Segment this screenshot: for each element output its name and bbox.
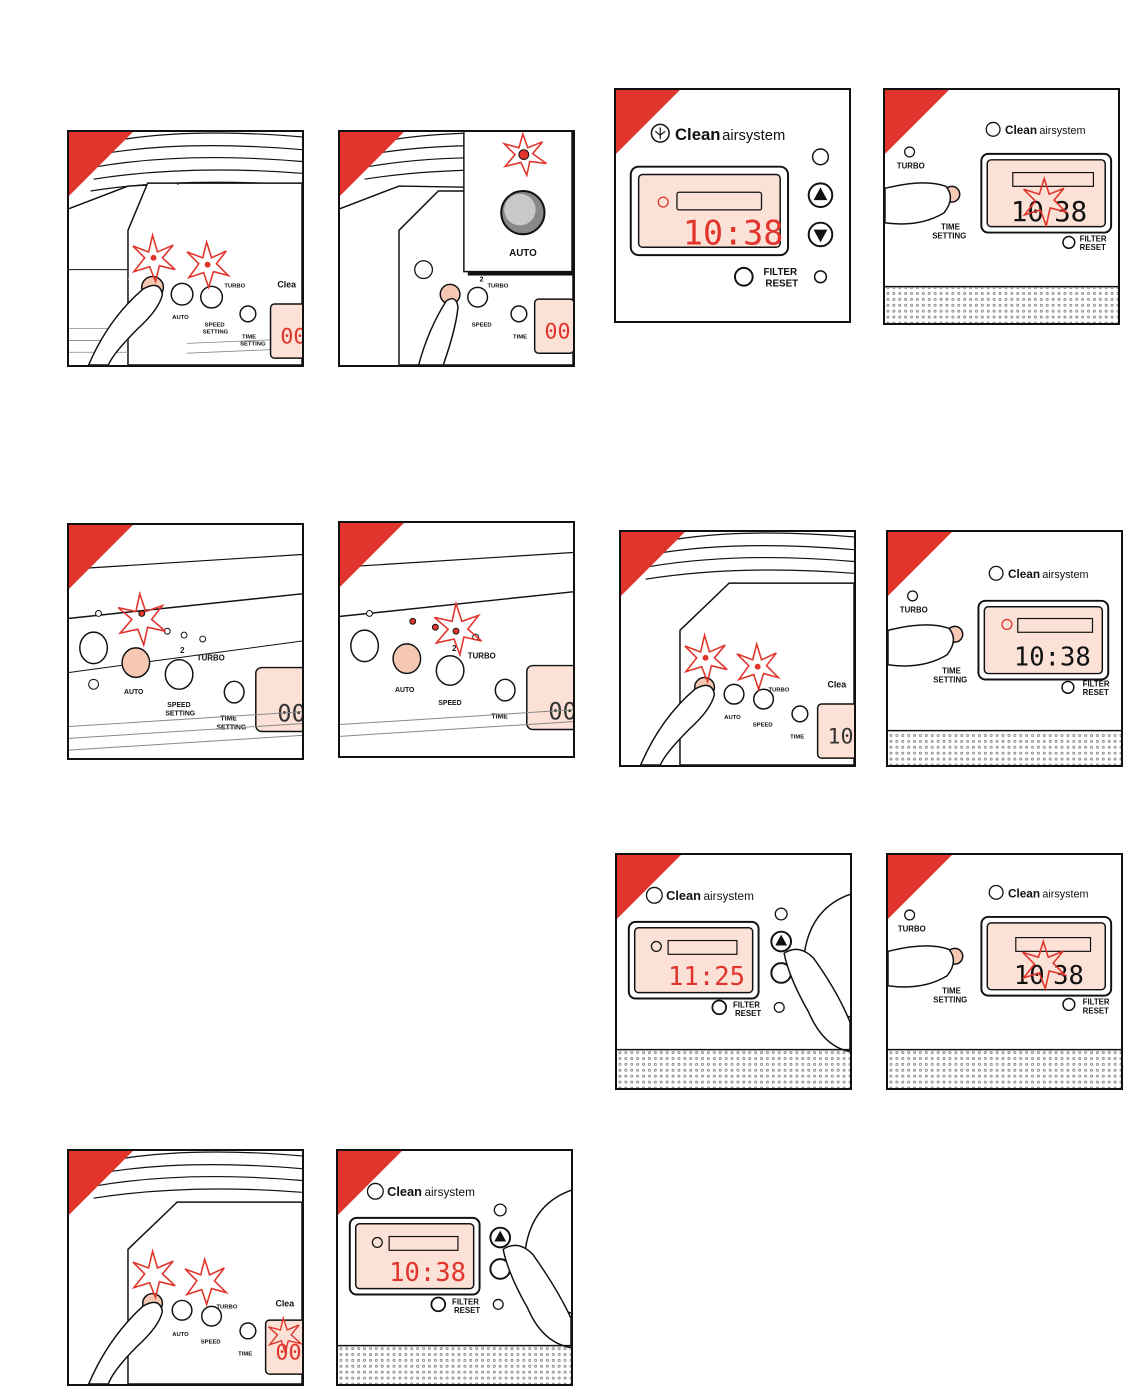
lcd-partial-10: 10 <box>827 724 853 749</box>
reset-label: RESET <box>735 1009 761 1018</box>
label-turbo-2: TURBO <box>487 283 508 289</box>
brand-cut: Clea <box>827 679 846 689</box>
timer-icon <box>775 908 787 920</box>
label-time: TIME <box>941 223 960 232</box>
label-speed: SPEED <box>753 723 773 729</box>
brand-clean: Clean <box>1008 887 1040 900</box>
lcd-time: 10:38 <box>1014 643 1091 673</box>
reset-label: RESET <box>765 279 798 290</box>
label-turbo: TURBO <box>197 654 225 663</box>
step-panel-12: Clean airsystem 10:38 FILTER RESET <box>336 1149 573 1386</box>
reset-label: RESET <box>1083 1006 1109 1015</box>
label-setting: SETTING <box>933 675 967 684</box>
label-turbo: TURBO <box>897 162 925 171</box>
lcd-time: 10:38 <box>683 213 784 252</box>
label-speed: SPEED <box>167 702 190 709</box>
lcd-right: 38 <box>1053 961 1084 991</box>
step-panel-4: Clean airsystem TURBO 10 38 FILTER RESET… <box>883 88 1120 325</box>
label-time: TIME <box>242 334 256 340</box>
label-time: TIME <box>238 1351 252 1357</box>
label-setting: SETTING <box>932 231 966 240</box>
auto-callout-label: AUTO <box>509 248 537 259</box>
brand-airsystem: airsystem <box>1042 888 1088 900</box>
label-speed: SPEED <box>201 1340 221 1346</box>
filter-label: FILTER <box>1083 679 1110 688</box>
finger <box>888 946 953 987</box>
step-panel-1: 00 AUTO SPEED SETTING TURBO TIME SETTING… <box>67 130 304 367</box>
brand-clean: Clean <box>1008 568 1040 581</box>
step-panel-11: 00 Clea TURBO AUTO SPEED TIME <box>67 1149 304 1386</box>
reset-label: RESET <box>1080 243 1106 252</box>
brand-clean: Clean <box>675 125 721 144</box>
label-auto: AUTO <box>124 689 144 696</box>
filter-label: FILTER <box>733 1000 760 1009</box>
finger <box>888 625 953 666</box>
step-panel-9: Clean airsystem 11:25 FILTER RESET <box>615 853 852 1090</box>
filter-label: FILTER <box>1080 234 1107 243</box>
reset-label: RESET <box>1083 688 1109 697</box>
label-speed: SPEED <box>205 323 225 329</box>
step-panel-3: Clean airsystem 10:38 FILTER RESET <box>614 88 851 323</box>
label-time-p2: TIME <box>513 334 527 340</box>
auto-callout: AUTO <box>464 132 573 276</box>
filter-reset-button[interactable] <box>735 268 753 286</box>
filter-label: FILTER <box>763 267 797 278</box>
brand-clean: Clean <box>1005 124 1037 137</box>
label-time: TIME <box>942 987 961 996</box>
label-turbo: TURBO <box>900 606 928 615</box>
lcd-partial: 00 <box>275 1340 301 1365</box>
filter-label: FILTER <box>1083 997 1110 1006</box>
label-speed-2: SETTING <box>203 330 229 336</box>
brand-airsystem: airsystem <box>425 1186 476 1199</box>
label-turbo: TURBO <box>216 1304 237 1310</box>
brand-cut: Clea <box>275 1298 294 1308</box>
brand-cut: Clea <box>277 279 296 289</box>
lcd-partial-2: 00 <box>544 319 570 344</box>
label-speed-2: SETTING <box>165 711 195 718</box>
label-setting: SETTING <box>933 995 967 1004</box>
label-turbo: TURBO <box>224 283 245 289</box>
brand-clean: Clean <box>387 1184 422 1199</box>
label-auto: AUTO <box>724 715 741 721</box>
label-speed-p2: SPEED <box>472 323 492 329</box>
label-time: TIME <box>942 667 961 676</box>
lcd-time-set: 11:25 <box>668 962 745 992</box>
finger <box>885 183 950 224</box>
step-panel-8: Clean airsystem TURBO 10:38 FILTER RESET… <box>886 530 1123 767</box>
lcd-right: 38 <box>1054 196 1087 228</box>
label-turbo: TURBO <box>768 687 789 693</box>
step-panel-10: Clean airsystem TURBO 10 38 FILTER RESET… <box>886 853 1123 1090</box>
lcd-time: 10:38 <box>389 1258 466 1288</box>
indicator-light <box>815 271 827 283</box>
label-turbo: TURBO <box>468 652 496 661</box>
brand-airsystem: airsystem <box>1039 125 1085 137</box>
label-two: 2 <box>480 276 484 283</box>
label-time-2: SETTING <box>240 341 266 347</box>
filter-label: FILTER <box>452 1297 479 1306</box>
label-turbo: TURBO <box>898 925 926 934</box>
label-auto: AUTO <box>395 687 415 694</box>
reset-label: RESET <box>454 1306 480 1315</box>
label-time: TIME <box>790 734 804 740</box>
label-auto: AUTO <box>172 1332 189 1338</box>
step-panel-2: 00 2 TURBO SPEED TIME AUTO <box>338 130 575 367</box>
step-panel-7: 10 Clea TURBO AUTO SPEED TIME <box>619 530 856 767</box>
timer-icon <box>494 1204 506 1216</box>
brand-airsystem: airsystem <box>1042 569 1088 581</box>
label-speed: SPEED <box>438 700 461 707</box>
brand-airsystem: airsystem <box>704 890 755 903</box>
label-auto: AUTO <box>172 315 189 321</box>
brand-clean: Clean <box>666 888 701 903</box>
step-panel-6: 2 TURBO 00 AUTO SPEED TIME <box>338 521 575 758</box>
timer-icon <box>813 149 829 165</box>
step-panel-5: 2 TURBO 00 AUTO SPEED SETTING TIME SETTI… <box>67 523 304 760</box>
brand-airsystem: airsystem <box>722 128 785 144</box>
lcd-partial: 00 <box>280 324 302 349</box>
label-two: 2 <box>180 646 185 655</box>
